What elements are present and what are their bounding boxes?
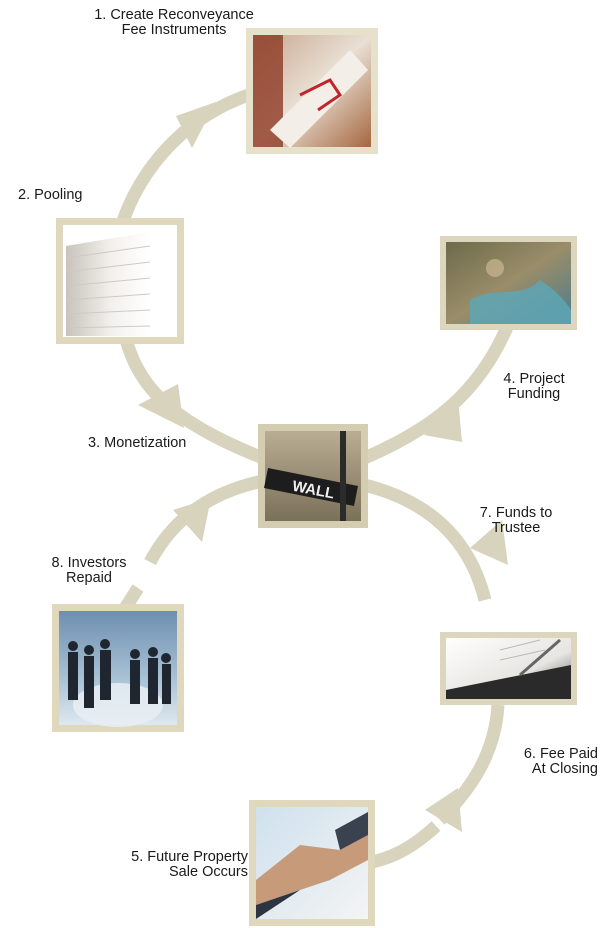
step-2-photo bbox=[56, 218, 184, 344]
step-7-label: 7. Funds to Trustee bbox=[464, 506, 568, 536]
step-5-label: 5. Future Property Sale Occurs bbox=[84, 850, 248, 880]
step-8-label: 8. Investors Repaid bbox=[34, 556, 144, 586]
step-6-label-line-1: 6. Fee Paid bbox=[523, 746, 598, 762]
arrowhead-into-step-8 bbox=[173, 498, 211, 542]
arrowhead-into-step-2 bbox=[176, 102, 216, 148]
step-4-photo bbox=[440, 236, 577, 330]
step-3-label: 3. Monetization bbox=[88, 436, 186, 451]
step-6-label: 6. Fee Paid At Closing bbox=[490, 747, 598, 777]
arrow-3-to-8 bbox=[144, 473, 270, 566]
arrowhead-into-step-7 bbox=[470, 520, 508, 565]
step-4-label-line-1: 4. Project bbox=[503, 371, 565, 387]
step-5-label-line-1: 5. Future Property bbox=[131, 849, 248, 865]
step-6-photo bbox=[440, 632, 577, 705]
arrow-heads bbox=[138, 102, 508, 832]
step-1-photo bbox=[246, 28, 378, 154]
arrow-1-to-2 bbox=[113, 85, 260, 232]
arrowhead-into-step-4 bbox=[424, 398, 462, 442]
step-3-label-line-1: 3. Monetization bbox=[88, 435, 187, 451]
step-1-label-line-2: Fee Instruments bbox=[121, 22, 227, 38]
step-3-photo: WALL bbox=[258, 424, 368, 528]
step-6-label-line-2: At Closing bbox=[531, 761, 598, 777]
step-7-label-line-2: Trustee bbox=[491, 520, 541, 536]
step-5-photo bbox=[249, 800, 375, 926]
step-1-label: 1. Create Reconveyance Fee Instruments bbox=[56, 8, 292, 38]
step-4-label: 4. Project Funding bbox=[486, 372, 582, 402]
step-2-label: 2. Pooling bbox=[18, 188, 83, 203]
step-8-photo bbox=[52, 604, 184, 732]
step-7-label-line-1: 7. Funds to bbox=[479, 505, 553, 521]
step-4-label-line-2: Funding bbox=[507, 386, 561, 402]
arrowhead-into-step-3 bbox=[138, 384, 184, 428]
arrow-3-to-7 bbox=[358, 477, 492, 602]
arrowhead-into-step-6 bbox=[425, 788, 462, 832]
step-5-label-line-2: Sale Occurs bbox=[169, 864, 248, 880]
step-2-label-line-1: 2. Pooling bbox=[18, 187, 83, 203]
step-8-label-line-1: 8. Investors bbox=[51, 555, 127, 571]
step-1-label-line-1: 1. Create Reconveyance bbox=[94, 7, 254, 23]
step-8-label-line-2: Repaid bbox=[66, 570, 112, 586]
arrow-6-to-5 bbox=[370, 821, 441, 869]
